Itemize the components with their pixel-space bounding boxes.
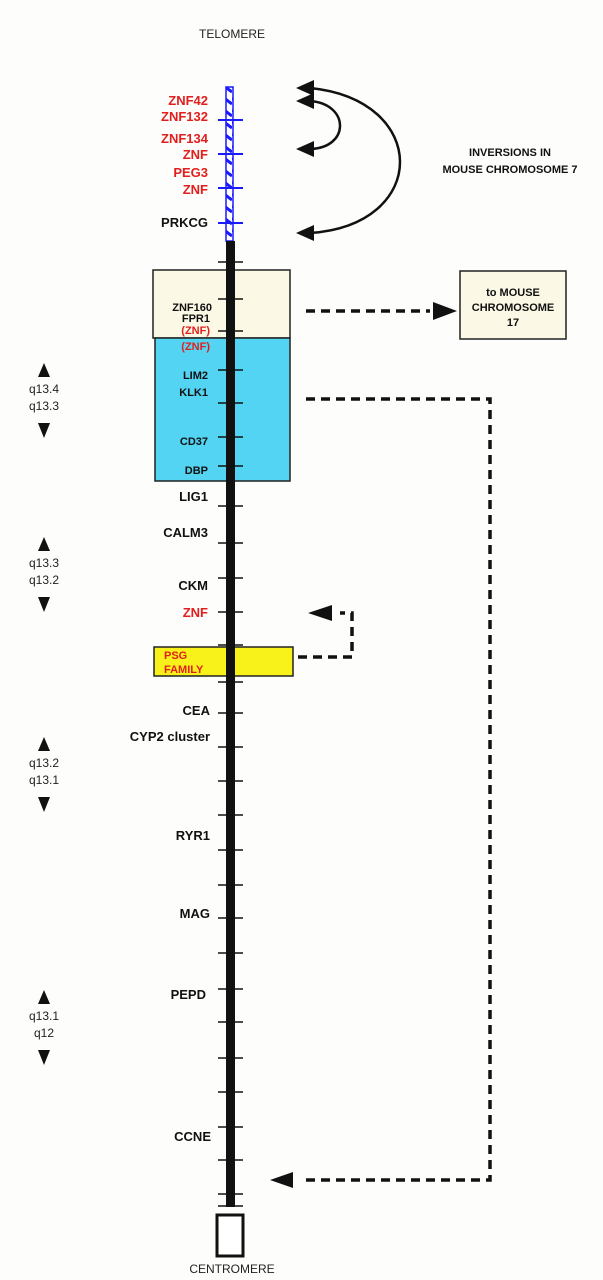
band-indicator: q13.3 q13.2 (29, 537, 59, 612)
dashed-connector (298, 611, 354, 659)
arrow-left-icon (270, 1172, 293, 1188)
psg-label: PSG (164, 650, 187, 662)
gene-label: PRKCG (161, 215, 208, 230)
arrow-right-icon (433, 302, 457, 320)
mouse17-label: to MOUSE (486, 287, 540, 299)
band-label: q12 (34, 1026, 54, 1040)
arrow-down-icon (38, 423, 50, 438)
gene-label: FPR1 (182, 313, 210, 325)
cream-box-gene-labels: ZNF160 FPR1 (ZNF) (172, 302, 212, 337)
gene-label: CKM (178, 578, 208, 593)
psg-label: FAMILY (164, 664, 204, 676)
gene-label: DBP (185, 465, 208, 477)
gene-label: ZNF (183, 147, 208, 162)
psg-family-box (153, 646, 294, 677)
band-indicator: q13.4 q13.3 (29, 363, 59, 438)
gene-label: ZNF42 (168, 93, 208, 108)
arrow-down-icon (38, 797, 50, 812)
band-label: q13.1 (29, 773, 59, 787)
main-gene-labels: LIG1 CALM3 CKM ZNF CEA CYP2 cluster RYR1… (130, 489, 212, 1144)
black-ticks (218, 261, 243, 1207)
arrow-down-icon (38, 597, 50, 612)
gene-label: (ZNF) (181, 341, 210, 353)
gene-label: MAG (180, 906, 210, 921)
band-label: q13.2 (29, 756, 59, 770)
chromosome-telomeric-segment (225, 86, 234, 242)
gene-label: PEG3 (173, 165, 208, 180)
gene-label: (ZNF) (181, 325, 210, 337)
chromosome-body (226, 241, 235, 1207)
band-label: q13.4 (29, 382, 59, 396)
band-indicator: q13.1 q12 (29, 990, 59, 1065)
gene-label: CYP2 cluster (130, 729, 210, 744)
blue-ticks (218, 119, 243, 224)
cyan-region-box (154, 337, 291, 482)
telomere-label: TELOMERE (199, 27, 265, 41)
gene-label: CALM3 (163, 525, 208, 540)
gene-label: PEPD (171, 987, 206, 1002)
gene-label: CD37 (180, 436, 208, 448)
arrow-up-icon (38, 537, 50, 551)
gene-label: KLK1 (179, 387, 208, 399)
centromere-box (215, 1213, 245, 1258)
mouse-chromosome-17-box (459, 270, 567, 340)
arrow-left-icon (296, 80, 314, 96)
dashed-connector (300, 397, 492, 1182)
gene-label: LIM2 (183, 370, 208, 382)
inversions-annotation: INVERSIONS IN (469, 147, 551, 159)
band-indicators: q13.4 q13.3 q13.3 q13.2 q13.2 q13.1 q13.1 q12 (29, 363, 59, 1065)
gene-label: LIG1 (179, 489, 208, 504)
telomere-gene-labels: ZNF42 ZNF132 ZNF134 ZNF PEG3 ZNF PRKCG (161, 93, 209, 230)
arrow-up-icon (38, 363, 50, 377)
band-label: q13.3 (29, 399, 59, 413)
gene-label: ZNF134 (161, 131, 209, 146)
gene-label: CEA (183, 703, 211, 718)
cyan-box-gene-labels: (ZNF) LIM2 KLK1 CD37 DBP (179, 341, 210, 477)
gene-label: ZNF160 (172, 302, 212, 314)
arrow-left-icon (296, 225, 314, 241)
gene-label: CCNE (174, 1129, 211, 1144)
band-indicator: q13.2 q13.1 (29, 737, 59, 812)
gene-label: ZNF (183, 182, 208, 197)
arrowheads (296, 80, 314, 241)
gene-label: RYR1 (176, 828, 210, 843)
arrow-up-icon (38, 737, 50, 751)
inversions-annotation: MOUSE CHROMOSOME 7 (442, 164, 577, 176)
arrow-down-icon (38, 1050, 50, 1065)
mouse17-label: 17 (507, 317, 519, 329)
centromere-label: CENTROMERE (189, 1262, 274, 1276)
arrow-left-icon (296, 93, 314, 109)
inversion-arcs (309, 86, 402, 235)
cream-region-box (152, 269, 291, 339)
band-label: q13.3 (29, 556, 59, 570)
arrow-left-icon (308, 605, 332, 621)
band-label: q13.2 (29, 573, 59, 587)
band-label: q13.1 (29, 1009, 59, 1023)
arrow-left-icon (296, 141, 314, 157)
gene-label: ZNF (183, 605, 208, 620)
gene-label: ZNF132 (161, 109, 208, 124)
mouse17-label: CHROMOSOME (472, 302, 555, 314)
arrow-up-icon (38, 990, 50, 1004)
